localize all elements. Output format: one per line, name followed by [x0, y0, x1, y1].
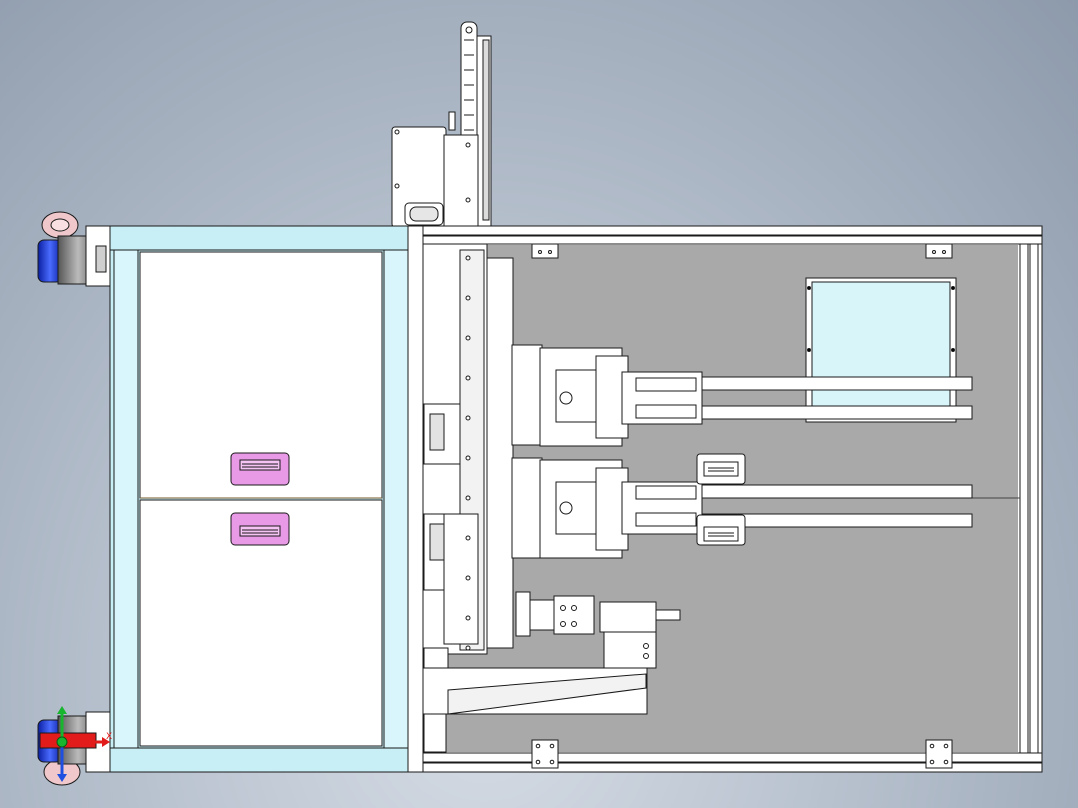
inspection-window[interactable]	[805, 277, 957, 423]
gripper-lower[interactable]	[696, 514, 746, 546]
top-brackets	[531, 243, 953, 259]
slide-rail-3[interactable]	[701, 484, 973, 499]
cabinet[interactable]	[109, 225, 424, 773]
slide-unit-lower[interactable]	[511, 457, 703, 559]
slide-rails[interactable]	[701, 376, 973, 528]
caster-top[interactable]	[37, 211, 111, 287]
gripper-upper[interactable]	[696, 453, 746, 485]
slide-rail-1[interactable]	[701, 376, 973, 391]
triad-x-label: X	[106, 732, 112, 742]
triad-origin	[56, 736, 68, 748]
vertical-rail-assembly[interactable]	[391, 21, 492, 228]
column-fasteners	[465, 255, 471, 651]
cylinder-unit[interactable]	[515, 591, 681, 669]
slide-unit-upper[interactable]	[511, 344, 703, 447]
door-handle-lower[interactable]	[230, 512, 290, 546]
door-handle-upper[interactable]	[230, 452, 290, 486]
rail-tick-marks	[464, 39, 474, 131]
bottom-brackets	[531, 739, 953, 769]
caster-bottom[interactable]	[37, 711, 111, 786]
drive-column[interactable]	[422, 243, 648, 753]
slide-rail-2[interactable]	[701, 405, 973, 420]
coordinate-triad: X	[56, 706, 112, 782]
